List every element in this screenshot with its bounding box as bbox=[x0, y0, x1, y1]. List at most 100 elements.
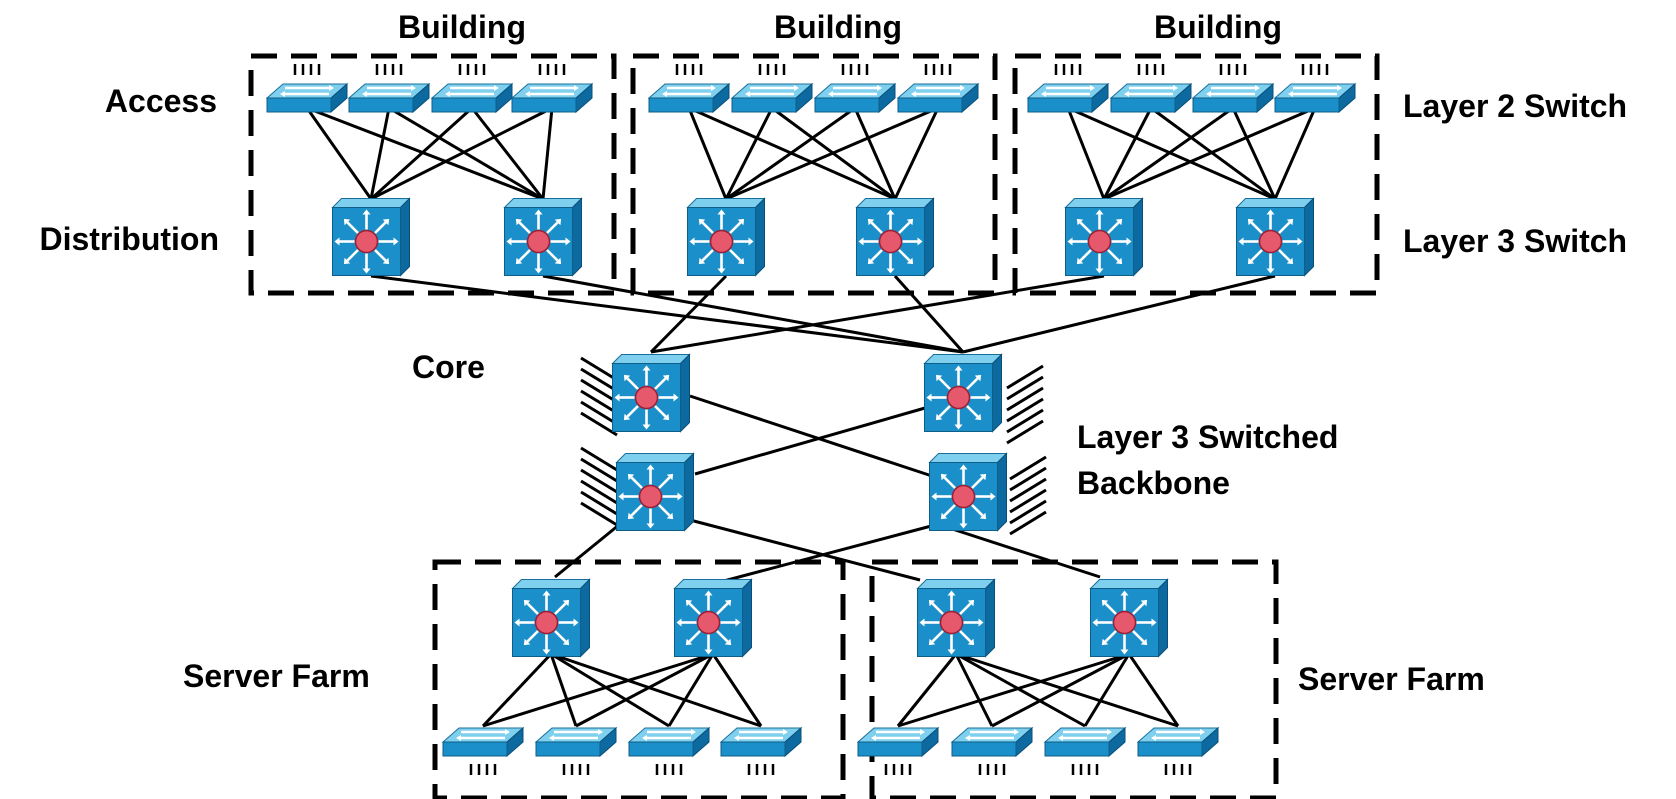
layer2-switch-icon bbox=[1026, 64, 1110, 114]
core-label: Core bbox=[412, 349, 485, 385]
serverfarm-internal-link bbox=[482, 652, 714, 728]
layer2-switch-icon bbox=[1191, 64, 1275, 114]
core-switch-1 bbox=[611, 353, 691, 433]
server-farm-1-access-switch-3 bbox=[627, 726, 711, 775]
serverfarm-internal-link bbox=[955, 652, 1179, 728]
serverfarm-internal-link bbox=[954, 653, 994, 727]
distribution-core-link bbox=[893, 274, 965, 354]
access-label: Access bbox=[105, 83, 217, 119]
server-farm-1-access-switch-4 bbox=[719, 726, 803, 775]
building-1-access-switch-4 bbox=[510, 64, 594, 114]
backbone-label-line1: Layer 3 Switched bbox=[1077, 419, 1338, 455]
layer3-switch-label: Layer 3 Switch bbox=[1403, 223, 1627, 259]
layer3-switch-icon bbox=[928, 452, 1008, 532]
server-farm-2-access-switch-2 bbox=[950, 726, 1034, 775]
server-farm-1-access-switch-2 bbox=[534, 726, 618, 775]
building-1-access-switch-2 bbox=[347, 64, 431, 114]
building-2-access-switch-2 bbox=[730, 64, 814, 114]
serverfarm-internal-link bbox=[711, 653, 763, 727]
layer2-switch-label: Layer 2 Switch bbox=[1403, 88, 1627, 124]
group-boxes bbox=[248, 53, 1380, 799]
layer2-switch-icon bbox=[813, 64, 897, 114]
devices-layer bbox=[265, 64, 1357, 775]
distribution-core-link bbox=[649, 274, 728, 354]
building-1-access-switch-3 bbox=[430, 64, 514, 114]
layer2-switch-icon bbox=[627, 726, 711, 775]
layer2-switch-icon bbox=[534, 726, 618, 775]
core-serverfarm-link bbox=[719, 523, 936, 584]
access-distribution-link bbox=[369, 107, 391, 200]
access-distribution-link bbox=[1103, 106, 1316, 201]
server-farm-right-label: Server Farm bbox=[1298, 661, 1485, 697]
serverfarm-internal-link bbox=[1083, 653, 1131, 727]
access-distribution-link bbox=[1103, 106, 1234, 201]
layer3-switch-icon bbox=[1235, 197, 1315, 277]
serverfarm-internal-link bbox=[549, 653, 578, 727]
layer3-switch-icon bbox=[923, 353, 1003, 433]
core-uplinks-right-top bbox=[1006, 364, 1044, 445]
layer3-switch-icon bbox=[1064, 197, 1144, 277]
layer3-switch-icon bbox=[503, 197, 583, 277]
building-2-box bbox=[630, 53, 998, 296]
server-farm-2-box bbox=[869, 559, 1279, 799]
layer2-switch-icon bbox=[1109, 64, 1193, 114]
serverfarm-internal-link bbox=[667, 653, 715, 727]
access-distribution-link bbox=[306, 106, 544, 201]
core-uplinks-left-top bbox=[580, 356, 618, 437]
access-distribution-link bbox=[305, 107, 373, 200]
distribution-core-link bbox=[650, 274, 1105, 354]
access-distribution-link bbox=[541, 107, 554, 200]
serverfarm-internal-link bbox=[481, 652, 553, 728]
layer2-switch-icon bbox=[265, 64, 349, 114]
layer3-switch-icon bbox=[331, 197, 411, 277]
access-distribution-link bbox=[369, 106, 474, 201]
layer2-switch-icon bbox=[730, 64, 814, 114]
core-serverfarm-link bbox=[939, 523, 1101, 579]
access-distribution-link bbox=[388, 106, 544, 201]
layer3-switch-icon bbox=[1089, 578, 1169, 658]
server-farm-2-access-switch-3 bbox=[1043, 726, 1127, 775]
layer3-switch-icon bbox=[615, 452, 695, 532]
distribution-core-link bbox=[370, 274, 964, 354]
backbone-label-line2: Backbone bbox=[1077, 465, 1230, 501]
access-distribution-link bbox=[724, 107, 774, 200]
building-2-access-switch-3 bbox=[813, 64, 897, 114]
serverfarm-internal-link bbox=[991, 652, 1130, 728]
access-distribution-link bbox=[853, 107, 897, 200]
layer2-switch-icon bbox=[647, 64, 731, 114]
building-3-box bbox=[1012, 53, 1380, 296]
layer2-switch-icon bbox=[1043, 726, 1127, 775]
links-layer bbox=[305, 106, 1317, 728]
layer2-switch-icon bbox=[896, 64, 980, 114]
serverfarm-internal-link bbox=[1127, 653, 1180, 727]
serverfarm-internal-link bbox=[955, 652, 1086, 728]
building-3-access-switch-2 bbox=[1109, 64, 1193, 114]
core-switch-3 bbox=[615, 452, 695, 532]
distribution-core-link bbox=[542, 274, 964, 354]
access-distribution-link bbox=[370, 106, 553, 201]
server-farm-2-distribution-switch-1 bbox=[916, 578, 996, 658]
serverfarm-internal-link bbox=[550, 652, 670, 728]
layer3-switch-icon bbox=[916, 578, 996, 658]
layer2-switch-icon bbox=[430, 64, 514, 114]
access-distribution-link bbox=[725, 106, 856, 201]
building-1-distribution-switch-1 bbox=[331, 197, 411, 277]
building-2-distribution-switch-1 bbox=[686, 197, 766, 277]
layer2-switch-icon bbox=[719, 726, 803, 775]
server-farm-1-box bbox=[432, 559, 846, 799]
access-distribution-link bbox=[1102, 107, 1153, 200]
building-1-distribution-switch-2 bbox=[503, 197, 583, 277]
server-farm-2-access-switch-4 bbox=[1136, 726, 1220, 775]
building-3-label: Building bbox=[1154, 9, 1282, 45]
layer3-switch-icon bbox=[673, 578, 753, 658]
core-uplinks-left-bottom bbox=[580, 446, 618, 527]
layer3-switch-icon bbox=[611, 353, 691, 433]
building-3-access-switch-3 bbox=[1191, 64, 1275, 114]
access-distribution-link bbox=[470, 107, 545, 200]
building-3-access-switch-4 bbox=[1273, 64, 1357, 114]
distribution-core-link bbox=[962, 274, 1276, 354]
serverfarm-internal-link bbox=[897, 652, 1130, 728]
building-3-access-switch-1 bbox=[1026, 64, 1110, 114]
access-distribution-link bbox=[1066, 107, 1106, 200]
